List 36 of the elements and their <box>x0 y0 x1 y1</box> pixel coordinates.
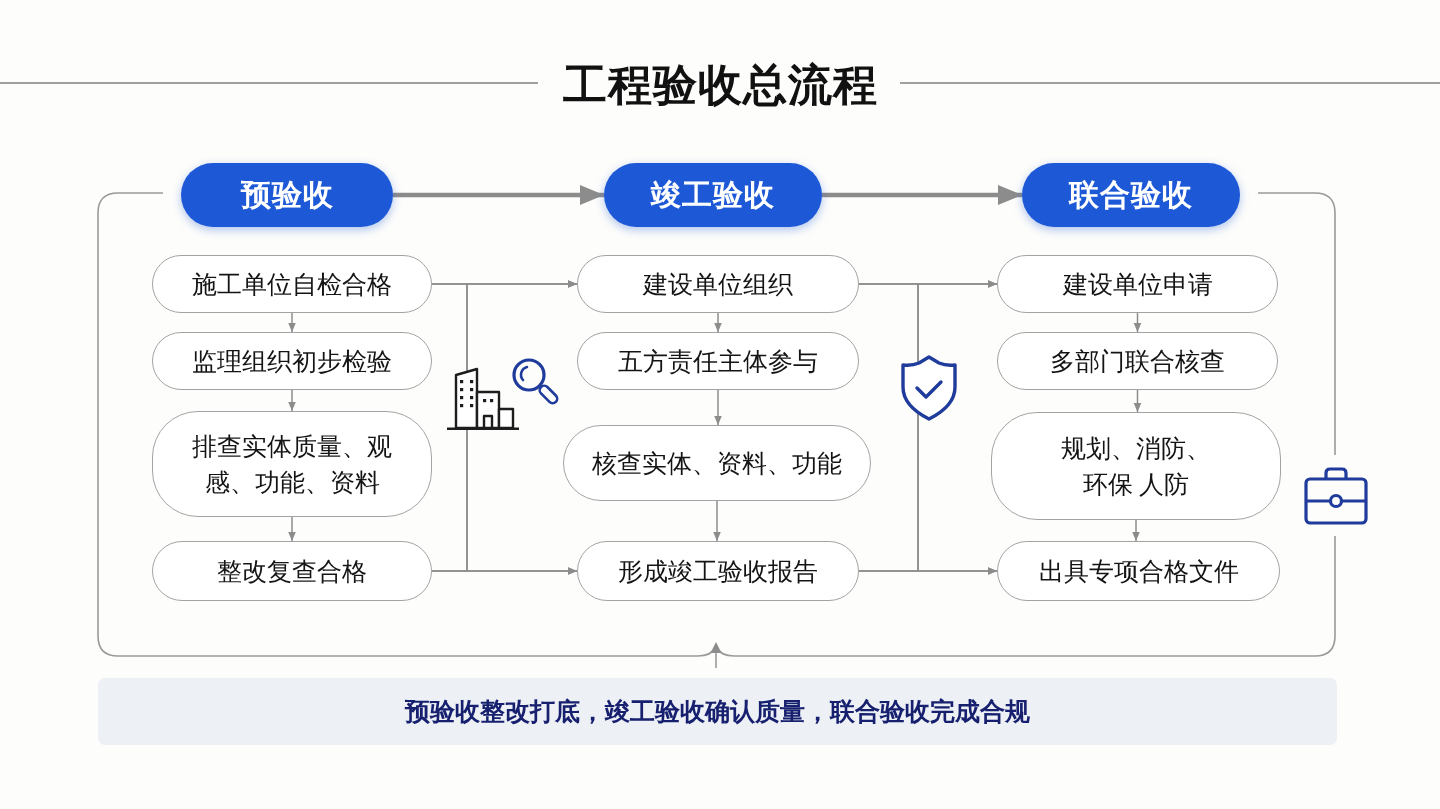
arrow <box>1132 519 1140 542</box>
step-text: 五方责任主体参与 <box>618 345 818 377</box>
step-box <box>997 541 1280 601</box>
arrow <box>1133 389 1142 413</box>
arrow <box>858 567 998 575</box>
step-text: 排查实体质量、观感、功能、资料 <box>191 430 393 498</box>
stage-title: 联合验收 <box>1069 180 1193 210</box>
page-title: 工程验收总流程 <box>562 60 878 110</box>
step-box <box>152 541 432 601</box>
step-text: 形成竣工验收报告 <box>618 555 818 587</box>
step-text: 多部门联合核查 <box>1050 345 1225 377</box>
arrow <box>393 184 604 206</box>
step-text: 核查实体、资料、功能 <box>592 447 842 479</box>
arrow <box>822 184 1022 206</box>
stage-pill <box>181 163 393 227</box>
step-text: 规划、消防、环保 人防 <box>1060 432 1212 500</box>
step-text: 整改复查合格 <box>217 555 367 587</box>
arrow <box>713 500 721 542</box>
stage-title: 竣工验收 <box>651 180 775 210</box>
arrow <box>288 312 296 333</box>
arrow <box>714 312 722 333</box>
arrow <box>431 567 578 575</box>
step-text: 施工单位自检合格 <box>192 268 392 300</box>
step-text: 出具专项合格文件 <box>1038 555 1239 587</box>
arrow <box>288 516 296 542</box>
arrow <box>1133 312 1142 333</box>
step-box <box>577 541 859 601</box>
summary-text: 预验收整改打底，竣工验收确认质量，联合验收完成合规 <box>405 699 1030 724</box>
stage-pill <box>1022 163 1240 227</box>
step-text: 建设单位组织 <box>643 268 793 300</box>
stage-title: 预验收 <box>240 180 334 210</box>
step-text: 建设单位申请 <box>1062 268 1213 300</box>
arrow <box>714 389 722 426</box>
arrow <box>288 389 296 412</box>
stage-pill <box>604 163 822 227</box>
step-text: 监理组织初步检验 <box>192 345 392 377</box>
